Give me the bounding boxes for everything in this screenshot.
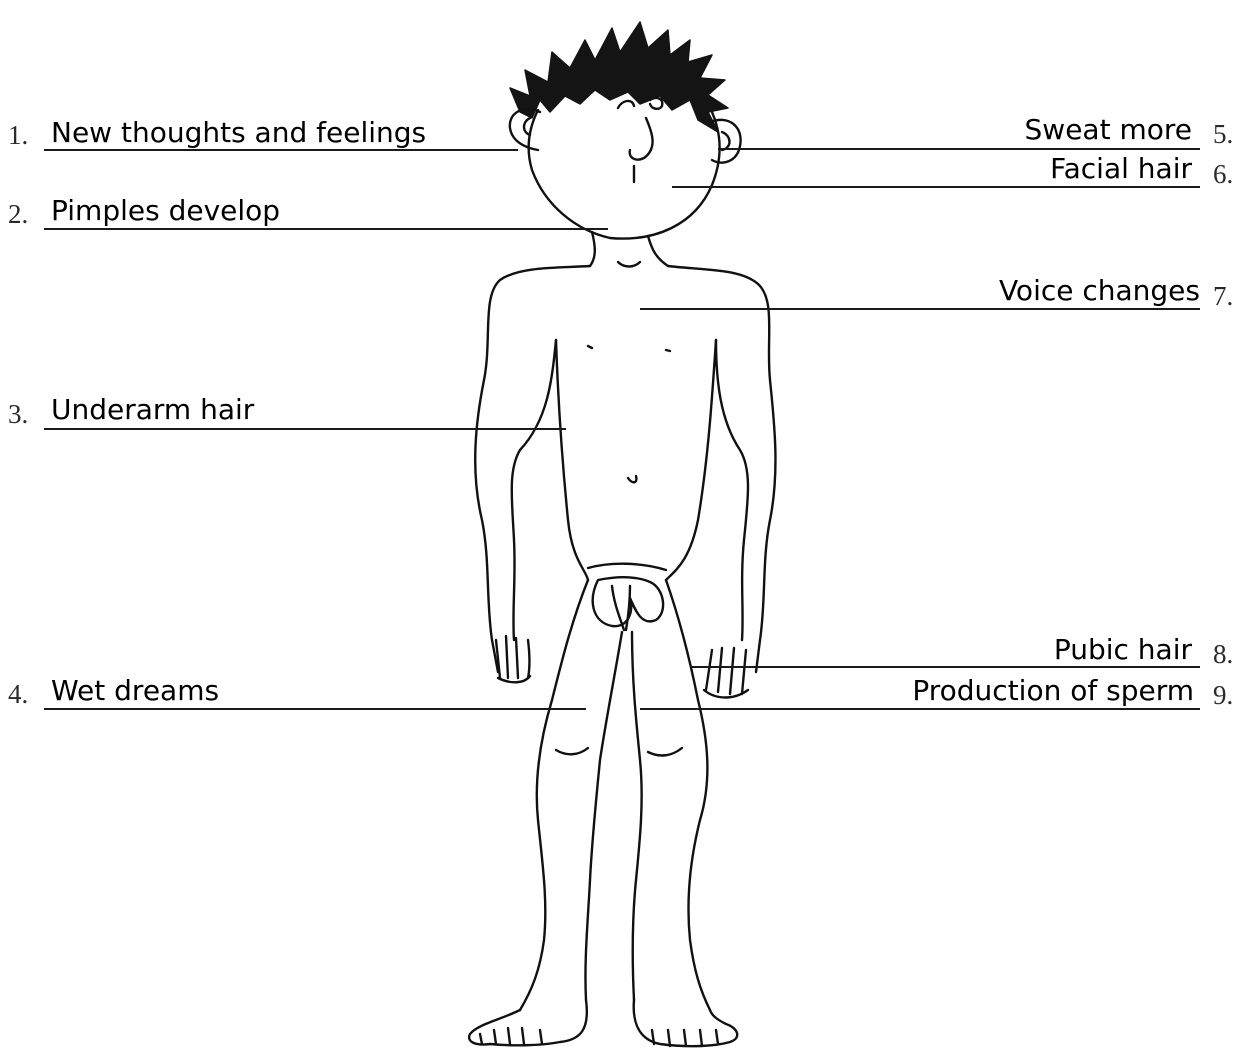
hair (510, 22, 728, 132)
label-1-text: New thoughts and feelings (51, 116, 426, 149)
label-6-number: 6. (1213, 159, 1233, 189)
label-9-number: 9. (1213, 680, 1233, 710)
left-nipple (588, 346, 592, 348)
head (529, 110, 720, 239)
label-7-number: 7. (1213, 281, 1233, 311)
label-8-number: 8. (1213, 639, 1233, 669)
groin-line (588, 564, 666, 570)
right-leg-inner (632, 632, 642, 1000)
label-3-number: 3. (8, 399, 28, 429)
label-4-number: 4. (8, 679, 28, 709)
collar (618, 262, 640, 267)
left-foot (469, 1000, 587, 1045)
right-nipple (666, 350, 670, 351)
nose (630, 118, 653, 160)
right-hand (704, 648, 748, 698)
label-5-text: Sweat more (1025, 113, 1192, 146)
label-1-number: 1. (8, 120, 28, 150)
left-eye (618, 101, 634, 108)
label-4-text: Wet dreams (51, 674, 219, 707)
right-side-outline (668, 266, 775, 672)
neck-right (648, 236, 668, 266)
label-2-text: Pimples develop (51, 194, 280, 227)
label-5-number: 5. (1213, 119, 1233, 149)
right-ear-inner (722, 132, 730, 150)
neck (590, 232, 595, 266)
navel (628, 476, 636, 482)
right-knee (648, 748, 682, 755)
left-labels: 1. New thoughts and feelings 2. Pimples … (8, 116, 426, 709)
left-hand (496, 636, 530, 682)
label-9-text: Production of sperm (912, 674, 1194, 707)
right-eye (650, 98, 662, 109)
left-leg-outer (520, 580, 588, 1010)
left-toes (480, 1028, 542, 1044)
right-hip (666, 340, 716, 580)
label-7-text: Voice changes (999, 274, 1200, 307)
right-leg-outer (666, 580, 710, 1010)
left-leg-inner (585, 632, 622, 1000)
label-8-text: Pubic hair (1054, 633, 1193, 666)
label-6-text: Facial hair (1050, 152, 1192, 185)
left-knee (556, 748, 588, 754)
left-hip (556, 340, 588, 580)
right-labels: Sweat more 5. Facial hair 6. Voice chang… (912, 113, 1233, 710)
genitals-detail (612, 586, 630, 630)
label-3-text: Underarm hair (51, 393, 255, 426)
right-inner-arm (716, 340, 748, 640)
left-side-outline (475, 266, 590, 672)
left-inner-arm (512, 340, 556, 640)
label-2-number: 2. (8, 199, 28, 229)
boy-figure (469, 22, 775, 1046)
